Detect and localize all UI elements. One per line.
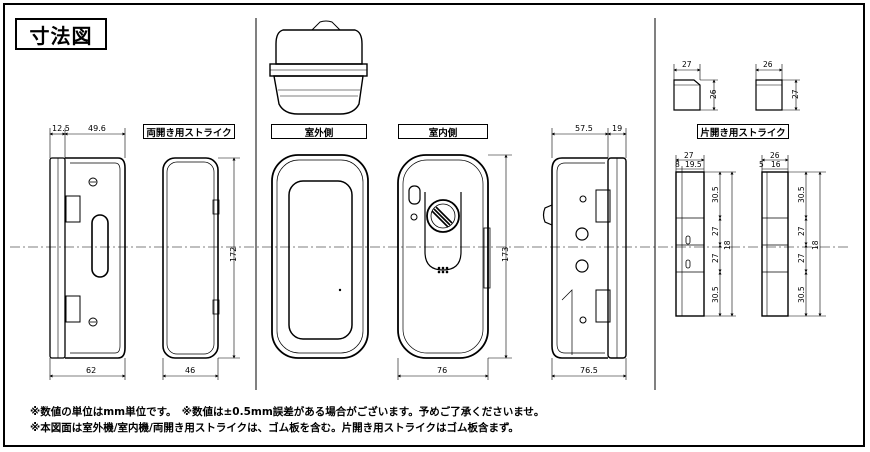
label-indoor: 室内側	[398, 124, 488, 139]
dim-single-a-27-bottom: 27	[711, 253, 720, 263]
dim-12-5: 12.5	[52, 124, 70, 133]
dim-single-b-5: 5	[759, 160, 764, 169]
dim-49-6: 49.6	[88, 124, 106, 133]
note-units: ※数値の単位はmm単位です。 ※数値は±0.5mm誤差がある場合がございます。予…	[30, 406, 545, 418]
dim-single-a-19-5: 19.5	[685, 160, 702, 169]
dim-small-a-w: 27	[682, 60, 692, 69]
dim-76: 76	[437, 366, 447, 375]
strike-double-view	[162, 157, 240, 380]
note-rubber: ※本図面は室外機/室内機/両開き用ストライクは、ゴム板を含む。片開き用ストライク…	[30, 422, 519, 434]
dim-172: 172	[229, 247, 238, 262]
dim-single-a-30-5-top: 30.5	[711, 186, 720, 203]
side-view-left	[49, 157, 126, 359]
dim-single-a-18: 18	[723, 240, 732, 250]
dims-right-view	[551, 128, 627, 380]
strike-single-a	[675, 155, 736, 317]
dim-single-a-30-5-bottom: 30.5	[711, 286, 720, 303]
dim-small-b-h: 27	[791, 89, 800, 99]
dim-single-a-w: 27	[684, 151, 694, 160]
dim-single-b-30-5-top: 30.5	[797, 186, 806, 203]
dim-single-a-8: 8	[675, 160, 680, 169]
dim-46: 46	[185, 366, 195, 375]
dim-173: 173	[501, 247, 510, 262]
dim-single-b-27-top: 27	[797, 226, 806, 236]
dim-19: 19	[612, 124, 622, 133]
indoor-front-view	[397, 154, 512, 380]
strike-small-b	[755, 64, 800, 111]
dim-single-b-30-5-bottom: 30.5	[797, 286, 806, 303]
strike-small-a	[673, 64, 718, 111]
sheet-border	[3, 3, 865, 447]
dim-small-b-w: 26	[763, 60, 773, 69]
dim-57-5: 57.5	[575, 124, 593, 133]
label-single-strike: 片開き用ストライク	[697, 124, 789, 139]
dim-small-a-h: 26	[709, 89, 718, 99]
side-view-right	[542, 157, 627, 359]
drawing-title: 寸法図	[15, 18, 107, 50]
dims-left-view	[49, 128, 126, 380]
label-outdoor: 室外側	[271, 124, 367, 139]
outdoor-front-view	[271, 154, 369, 359]
dim-single-a-27-top: 27	[711, 226, 720, 236]
dim-single-b-27-bottom: 27	[797, 253, 806, 263]
dim-76-5: 76.5	[580, 366, 598, 375]
top-view	[269, 20, 368, 115]
dim-62: 62	[86, 366, 96, 375]
label-double-strike: 両開き用ストライク	[143, 124, 235, 139]
dim-single-b-w: 26	[770, 151, 780, 160]
strike-single-b	[761, 155, 826, 317]
dim-single-b-16: 16	[771, 160, 781, 169]
dim-single-b-18: 18	[811, 240, 820, 250]
